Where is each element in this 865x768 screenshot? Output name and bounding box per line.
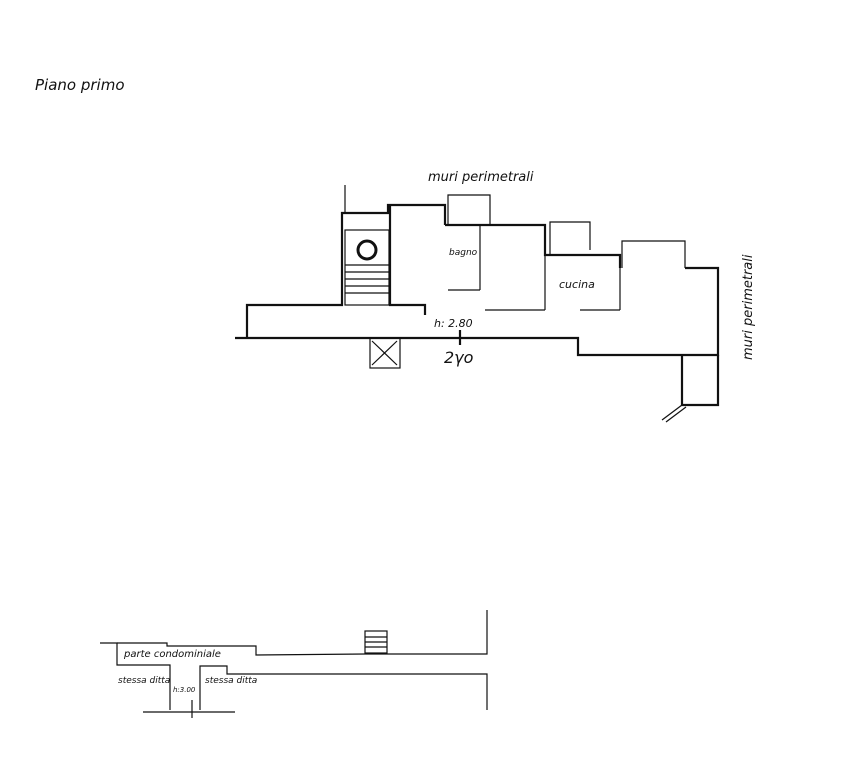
left-unit-label: stessa ditta <box>118 676 170 686</box>
west-wall <box>245 203 447 338</box>
shaft <box>369 337 401 369</box>
side-wall-label: muri perimetrali <box>741 254 756 360</box>
spiral-stair-icon <box>356 239 378 261</box>
room-label-bathroom: bagno <box>449 248 478 258</box>
balcony-edge <box>665 406 687 423</box>
main-floor-plan: muri perimetrali muri perimetrali bagno … <box>235 170 756 423</box>
detail-wall <box>100 642 171 710</box>
sheet-title: Piano primo <box>35 76 125 94</box>
room-wall <box>388 205 427 315</box>
north-annex-3 <box>621 240 686 268</box>
entry-mark: 2γo <box>444 348 474 367</box>
south-wall <box>235 266 720 357</box>
balcony <box>680 355 720 407</box>
detail-plan: parte condominiale stessa ditta h:3.00 s… <box>100 610 488 718</box>
height-label: h: 2.80 <box>434 317 473 330</box>
common-area-label: parte condominiale <box>123 649 221 660</box>
staircase <box>344 229 390 306</box>
room-label-kitchen: cucina <box>559 278 595 291</box>
north-wall <box>445 223 622 268</box>
detail-stairs <box>364 630 388 654</box>
balcony-edge <box>661 404 683 421</box>
north-annex-2 <box>549 221 591 255</box>
right-unit-label: stessa ditta <box>205 676 257 686</box>
detail-wall <box>117 610 488 656</box>
north-annex <box>447 194 491 225</box>
top-wall-label: muri perimetrali <box>428 170 534 185</box>
detail-wall <box>199 665 488 710</box>
detail-height-label: h:3.00 <box>173 686 196 694</box>
